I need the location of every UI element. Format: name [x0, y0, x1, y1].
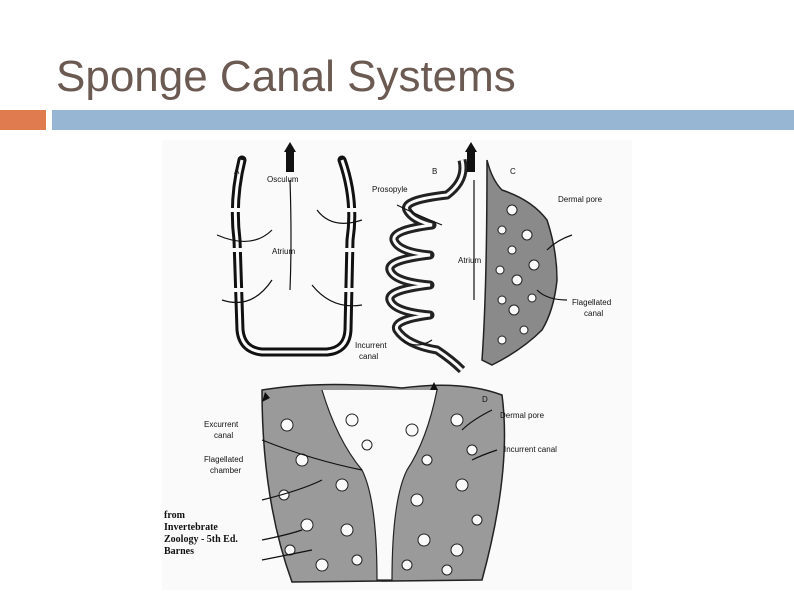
panel-a-asconoid: A Osculum Atrium [216, 142, 363, 357]
panel-c-label: C [510, 167, 516, 176]
incurrent-canal-label-1: Incurrent [355, 341, 387, 350]
source-line-4: Barnes [164, 546, 194, 557]
slide-title: Sponge Canal Systems [56, 52, 516, 101]
panel-d-label: D [482, 395, 488, 404]
accent-bar-orange [0, 110, 46, 130]
panel-a-label: A [234, 167, 240, 176]
osculum-label: Osculum [267, 175, 299, 184]
dermal-pore-c-label: Dermal pore [558, 195, 603, 204]
incurrent-canal-d-label: Incurrent canal [504, 445, 557, 454]
atrium-a-label: Atrium [272, 247, 295, 256]
source-line-3: Zoology - 5th Ed. [164, 534, 238, 545]
flagellated-chamber-label-1: Flagellated [204, 455, 243, 464]
flagellated-canal-label-1: Flagellated [572, 298, 611, 307]
excurrent-canal-label-2: canal [214, 431, 233, 440]
panel-bc-syconoid: B C Prosopyle Atrium Dermal pore Flagell… [355, 142, 611, 374]
figure-svg: A Osculum Atrium B C [164, 142, 611, 583]
flagellated-chamber-label-2: chamber [210, 466, 241, 475]
source-citation: from Invertebrate Zoology - 5th Ed. Barn… [164, 510, 238, 557]
source-line-1: from [164, 510, 186, 521]
dermal-pore-d-label: Dermal pore [500, 411, 545, 420]
atrium-b-label: Atrium [458, 256, 481, 265]
sponge-canal-figure: A Osculum Atrium B C [162, 140, 632, 590]
excurrent-canal-label-1: Excurrent [204, 420, 239, 429]
accent-bar-blue [52, 110, 794, 130]
source-line-2: Invertebrate [164, 522, 218, 533]
panel-b-label: B [432, 167, 437, 176]
flagellated-canal-label-2: canal [584, 309, 603, 318]
incurrent-canal-label-2: canal [359, 352, 378, 361]
panel-d-leuconoid: D Excurrent canal Flagellated chamber De… [204, 382, 557, 583]
prosopyle-label: Prosopyle [372, 185, 408, 194]
